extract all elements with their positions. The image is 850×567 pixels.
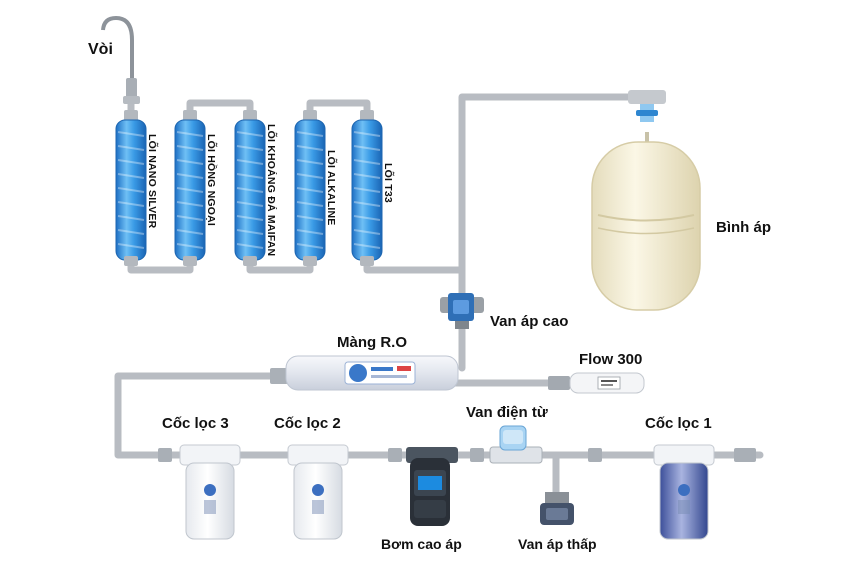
pipe-top-4-5 (306, 99, 371, 122)
filter-cartridge (294, 110, 326, 266)
label-flow: Flow 300 (579, 351, 643, 368)
filter-cartridges (115, 110, 383, 266)
cartridge-label: LÕI NANO SILVER (146, 134, 158, 229)
filter-cartridge (115, 110, 147, 266)
filter-cartridge (351, 110, 383, 266)
low-pressure-valve (540, 492, 574, 525)
label-faucet: Vòi (88, 41, 113, 58)
filter-cup-3 (179, 444, 241, 540)
filter-cup-1 (653, 444, 715, 540)
label-solenoid-valve: Van điện từ (466, 404, 548, 421)
pipe-fittings (158, 448, 756, 462)
cartridge-label: LÕI T33 (382, 163, 394, 203)
ro-membrane (270, 355, 459, 391)
label-booster-pump: Bơm cao áp (381, 536, 462, 552)
label-filter-cup-3: Cốc lọc 3 (162, 415, 229, 432)
label-filter-cup-1: Cốc lọc 1 (645, 415, 712, 432)
pipe-top-2-3 (186, 99, 254, 122)
pressure-tank (591, 90, 701, 311)
booster-pump (406, 447, 458, 526)
filter-cup-2 (287, 444, 349, 540)
label-high-pressure-valve: Van áp cao (490, 313, 569, 330)
cartridge-label: LÕI ALKALINE (325, 150, 337, 226)
pipe-loop-left (114, 372, 294, 459)
cartridge-label: LÕI HỒNG NGOẠI (205, 134, 217, 227)
faucet (101, 15, 140, 104)
flow-restrictor (548, 372, 645, 394)
filter-cartridge (174, 110, 206, 266)
label-ro-membrane: Màng R.O (337, 334, 407, 351)
filter-cups (179, 444, 715, 540)
solenoid-valve (489, 425, 543, 464)
label-tank: Bình áp (716, 219, 771, 236)
label-filter-cup-2: Cốc lọc 2 (274, 415, 341, 432)
pipe-to-high-valve (363, 254, 466, 304)
high-pressure-valve (440, 293, 484, 329)
filter-cartridge (234, 110, 266, 266)
label-low-pressure-valve: Van áp thấp (518, 536, 597, 552)
cartridge-label: LÕI KHOÁNG ĐÁ MAIFAN (265, 124, 277, 257)
pipe-to-tank (458, 93, 632, 274)
